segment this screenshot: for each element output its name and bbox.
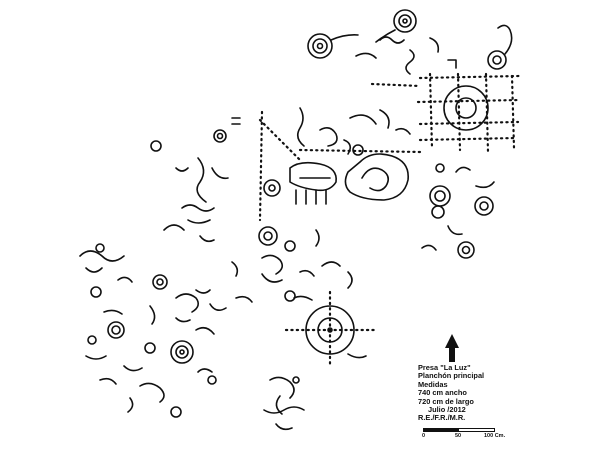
legend-box: Presa "La Luz" Planchón principal Medida… xyxy=(418,363,538,423)
scale-tick-50: 50 xyxy=(455,433,462,439)
scale-tick-100: 100 Cm. xyxy=(484,433,506,439)
legend-title: Presa "La Luz" xyxy=(418,363,471,372)
spiral-glyph-group-top xyxy=(307,9,513,75)
center-column-glyph-group xyxy=(231,226,353,303)
center-glyph-group xyxy=(263,107,445,205)
legend-width: 740 cm ancho xyxy=(418,388,467,398)
legend-subtitle: Planchón principal xyxy=(418,371,485,381)
legend-measures-heading: Medidas xyxy=(418,379,448,389)
dotted-grid-figure xyxy=(416,59,522,154)
legend-date: Julio /2012 xyxy=(428,405,466,415)
lower-left-glyph-group xyxy=(79,243,227,418)
left-upper-glyph-group xyxy=(150,117,241,243)
bottom-glyph-group xyxy=(263,376,305,431)
legend-authors: R.E./F.R./M.R. xyxy=(418,413,466,423)
scale-bar xyxy=(423,428,495,432)
scale-tick-0: 0 xyxy=(422,433,426,439)
north-arrow-icon xyxy=(445,334,459,362)
legend-length: 720 cm de largo xyxy=(418,396,474,406)
dotted-lines-center xyxy=(258,82,422,222)
crossed-circle-figure xyxy=(284,290,378,368)
spiral-glyph-group-right xyxy=(421,166,495,259)
